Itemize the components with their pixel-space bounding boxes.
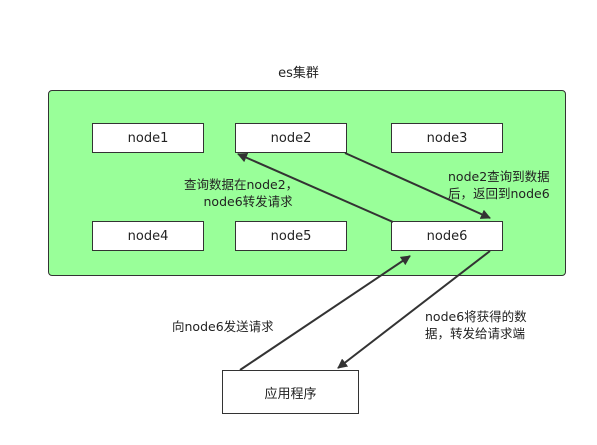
node-box-node1: node1 xyxy=(92,123,204,153)
annotation-node2-return-line1: node2查询到数据 xyxy=(448,169,550,184)
node-box-node4: node4 xyxy=(92,221,204,251)
node-box-node6: node6 xyxy=(391,221,503,251)
annotation-query-data: 查询数据在node2， node6转发请求 xyxy=(184,176,298,210)
annotation-node2-return-line2: 后，返回到node6 xyxy=(448,186,550,201)
arrow-app-to-node6 xyxy=(239,255,411,371)
arrow-node2-to-node6 xyxy=(344,152,491,219)
annotation-forward-result-line2: 据，转发给请求端 xyxy=(425,326,526,341)
node-box-node3: node3 xyxy=(391,123,503,153)
arrow-node6-to-app xyxy=(337,250,491,369)
annotation-forward-result: node6将获得的数 据，转发给请求端 xyxy=(425,308,527,342)
annotation-send-request: 向node6发送请求 xyxy=(172,319,274,334)
annotation-query-data-line1: 查询数据在node2， xyxy=(184,177,299,192)
annotation-node2-return: node2查询到数据 后，返回到node6 xyxy=(448,168,550,202)
node-box-node5: node5 xyxy=(235,221,347,251)
annotation-forward-result-line1: node6将获得的数 xyxy=(425,309,527,324)
arrow-node6-to-node2 xyxy=(237,153,394,223)
cluster-title: es集群 xyxy=(278,66,319,81)
node-box-node2: node2 xyxy=(235,123,347,153)
application-box: 应用程序 xyxy=(222,370,359,414)
annotation-query-data-line2: node6转发请求 xyxy=(203,194,293,209)
